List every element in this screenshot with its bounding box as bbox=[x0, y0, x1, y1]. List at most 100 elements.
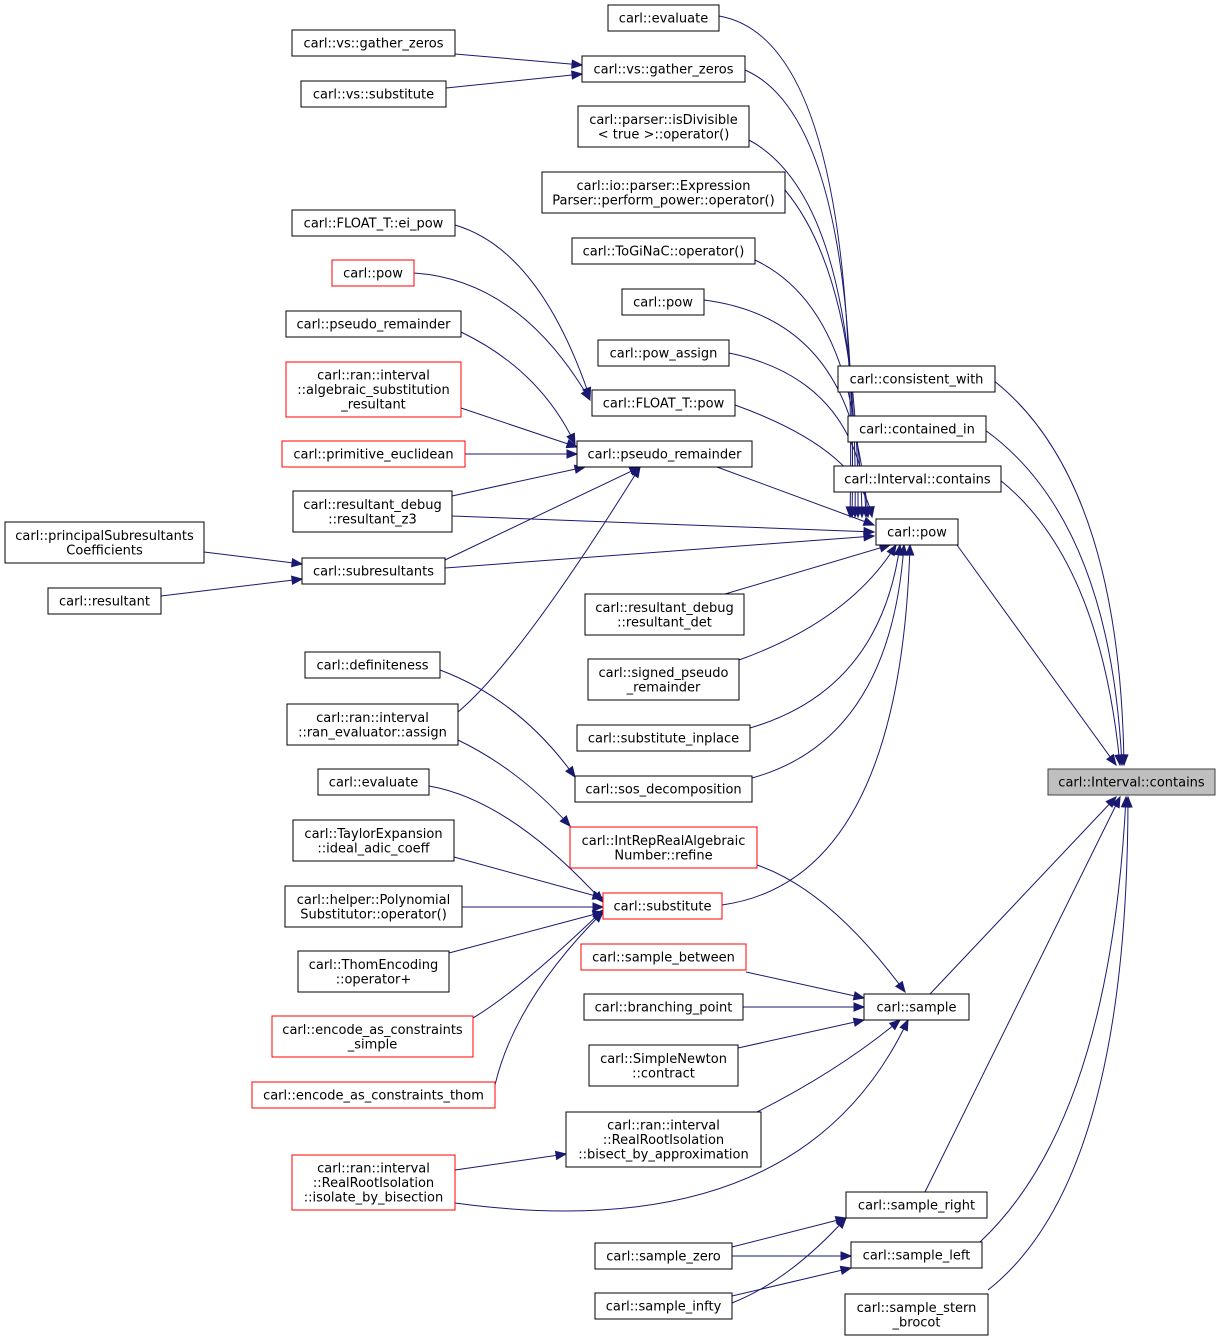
node-pow-red[interactable]: carl::pow bbox=[331, 259, 415, 287]
edge-intrep_refine-to-sample-arrowhead bbox=[894, 980, 906, 994]
node-polynomial-substitutor[interactable]: carl::helper::PolynomialSubstitutor::ope… bbox=[284, 885, 463, 928]
node-simple-newton[interactable]: carl::SimpleNewton::contract bbox=[588, 1044, 739, 1087]
node-box bbox=[271, 1015, 474, 1058]
node-label: _brocot bbox=[892, 1315, 941, 1330]
node-label: carl::encode_as_constraints bbox=[282, 1023, 463, 1038]
node-pseudo-remainder-mid[interactable]: carl::pseudo_remainder bbox=[576, 440, 753, 468]
node-isdivisible[interactable]: carl::parser::isDivisible< true >::opera… bbox=[577, 105, 750, 148]
node-box bbox=[571, 237, 756, 265]
node-label: carl::sample_left bbox=[863, 1249, 971, 1264]
edge-simple_newton-to-sample bbox=[737, 1019, 865, 1049]
node-resultant[interactable]: carl::resultant bbox=[47, 587, 162, 615]
nodes-layer: carl::Interval::containscarl::powcarl::c… bbox=[4, 4, 1216, 1336]
node-resultant-det[interactable]: carl::resultant_debug::resultant_det bbox=[584, 593, 745, 636]
node-label: ::bisect_by_approximation bbox=[578, 1148, 749, 1163]
node-box bbox=[4, 521, 205, 564]
node-label: carl::primitive_euclidean bbox=[293, 448, 453, 463]
node-pseudo-remainder-left[interactable]: carl::pseudo_remainder bbox=[285, 310, 462, 338]
node-pow-main[interactable]: carl::pow bbox=[875, 518, 959, 546]
edge-polynomial_substitutor-to-substitute-arrowhead bbox=[592, 902, 605, 912]
edge-vs_gather_zeros_left-to-vs_gather_zeros_mid-arrowhead bbox=[571, 59, 584, 69]
edge-isolate_by_bisection-to-bisect_by_approx-arrowhead bbox=[554, 1150, 568, 1161]
node-sample-zero[interactable]: carl::sample_zero bbox=[594, 1242, 733, 1270]
edge-principal_subresultants-to-subresultants-arrowhead bbox=[291, 558, 304, 568]
node-label: Number::refine bbox=[614, 848, 712, 863]
node-label: carl::io::parser::Expression bbox=[577, 179, 751, 194]
node-box bbox=[833, 465, 1002, 493]
node-label: Coefficients bbox=[66, 543, 143, 558]
node-ran-evaluator-assign[interactable]: carl::ran::interval::ran_evaluator::assi… bbox=[286, 703, 459, 746]
node-vs-substitute[interactable]: carl::vs::substitute bbox=[300, 80, 447, 108]
node-bisect-by-approx[interactable]: carl::ran::interval::RealRootIsolation::… bbox=[565, 1111, 762, 1168]
node-substitute-inplace[interactable]: carl::substitute_inplace bbox=[576, 724, 751, 752]
node-interval-contains[interactable]: carl::Interval::contains bbox=[833, 465, 1002, 493]
edge-simple_newton-to-sample-arrowhead bbox=[852, 1017, 866, 1027]
node-sample-between[interactable]: carl::sample_between bbox=[580, 943, 747, 971]
node-label: carl::ran::interval bbox=[316, 711, 429, 726]
node-label: carl::pow bbox=[633, 296, 693, 311]
node-thom-encoding-plus[interactable]: carl::ThomEncoding::operator+ bbox=[297, 950, 450, 993]
node-sample[interactable]: carl::sample bbox=[863, 993, 970, 1021]
edge-float_pow-to-pow_main-arrowhead bbox=[865, 505, 875, 519]
node-vs-gather-zeros-mid[interactable]: carl::vs::gather_zeros bbox=[581, 55, 746, 83]
node-primitive-euclidean[interactable]: carl::primitive_euclidean bbox=[281, 440, 466, 468]
node-label: ::contract bbox=[632, 1066, 695, 1081]
node-float-ei-pow[interactable]: carl::FLOAT_T::ei_pow bbox=[291, 209, 456, 237]
node-label: carl::vs::substitute bbox=[313, 88, 434, 103]
node-label: ::ideal_adic_coeff bbox=[317, 841, 430, 856]
node-resultant-z3[interactable]: carl::resultant_debug::resultant_z3 bbox=[292, 490, 453, 533]
node-label: ::isolate_by_bisection bbox=[304, 1191, 443, 1206]
node-contained-in[interactable]: carl::contained_in bbox=[847, 415, 987, 443]
node-box bbox=[581, 55, 746, 83]
node-box bbox=[574, 775, 753, 803]
node-evaluate-left[interactable]: carl::evaluate bbox=[317, 768, 430, 796]
node-isolate-by-bisection[interactable]: carl::ran::interval::RealRootIsolation::… bbox=[291, 1154, 456, 1211]
node-expression-parser[interactable]: carl::io::parser::ExpressionParser::perf… bbox=[541, 171, 786, 214]
node-encode-thom[interactable]: carl::encode_as_constraints_thom bbox=[251, 1081, 496, 1109]
node-label: carl::sample_infty bbox=[606, 1300, 722, 1315]
node-float-pow[interactable]: carl::FLOAT_T::pow bbox=[591, 389, 736, 417]
node-label: carl::pow_assign bbox=[610, 347, 718, 362]
node-box bbox=[594, 1242, 733, 1270]
node-label: carl::FLOAT_T::pow bbox=[603, 397, 725, 412]
edge-subresultants-to-pow_main-arrowhead bbox=[863, 532, 876, 542]
node-box bbox=[284, 885, 463, 928]
node-box bbox=[292, 819, 455, 862]
edge-pseudo_remainder_mid-to-pow_main-arrowhead bbox=[862, 516, 876, 526]
node-taylor-ideal-adic[interactable]: carl::TaylorExpansion::ideal_adic_coeff bbox=[292, 819, 455, 862]
edge-interval_contains-to-contains_root-arrowhead bbox=[1114, 754, 1124, 767]
node-label: carl::resultant_debug bbox=[595, 601, 733, 616]
node-label: carl::substitute bbox=[613, 900, 711, 915]
node-consistent-with[interactable]: carl::consistent_with bbox=[837, 365, 996, 393]
edge-primitive_euclidean-to-pseudo_remainder_mid-arrowhead bbox=[566, 449, 579, 459]
node-subresultants[interactable]: carl::subresultants bbox=[301, 557, 446, 585]
edge-bisect_by_approx-to-sample-arrowhead bbox=[888, 1019, 902, 1031]
node-algebraic-substitution[interactable]: carl::ran::interval::algebraic_substitut… bbox=[285, 361, 462, 418]
node-definiteness[interactable]: carl::definiteness bbox=[304, 651, 441, 679]
node-encode-simple[interactable]: carl::encode_as_constraints_simple bbox=[271, 1015, 474, 1058]
node-label: carl::substitute_inplace bbox=[588, 732, 739, 747]
node-substitute[interactable]: carl::substitute bbox=[602, 892, 723, 920]
node-toginac[interactable]: carl::ToGiNaC::operator() bbox=[571, 237, 756, 265]
node-evaluate-top[interactable]: carl::evaluate bbox=[607, 4, 720, 32]
node-sos-decomposition[interactable]: carl::sos_decomposition bbox=[574, 775, 753, 803]
node-signed-pseudo-remainder[interactable]: carl::signed_pseudo_remainder bbox=[587, 658, 740, 701]
node-label: Substitutor::operator() bbox=[300, 907, 447, 922]
node-vs-gather-zeros-left[interactable]: carl::vs::gather_zeros bbox=[291, 29, 456, 57]
node-label: carl::sample_right bbox=[858, 1199, 975, 1214]
node-box bbox=[580, 943, 747, 971]
node-contains-root[interactable]: carl::Interval::contains bbox=[1047, 768, 1216, 796]
node-box bbox=[845, 1191, 988, 1219]
node-sample-infty[interactable]: carl::sample_infty bbox=[594, 1292, 733, 1320]
node-sample-right[interactable]: carl::sample_right bbox=[845, 1191, 988, 1219]
node-pow-assign[interactable]: carl::pow_assign bbox=[597, 339, 730, 367]
node-sample-stern-brocot[interactable]: carl::sample_stern_brocot bbox=[844, 1293, 989, 1336]
edge-contained_in-to-contains_root bbox=[984, 429, 1123, 766]
node-label: carl::principalSubresultants bbox=[15, 529, 194, 544]
node-branching-point[interactable]: carl::branching_point bbox=[583, 993, 744, 1021]
edge-sos_decomposition-to-pow_main-arrowhead bbox=[898, 543, 908, 556]
node-pow-mid[interactable]: carl::pow bbox=[621, 288, 705, 316]
node-sample-left[interactable]: carl::sample_left bbox=[850, 1241, 983, 1269]
